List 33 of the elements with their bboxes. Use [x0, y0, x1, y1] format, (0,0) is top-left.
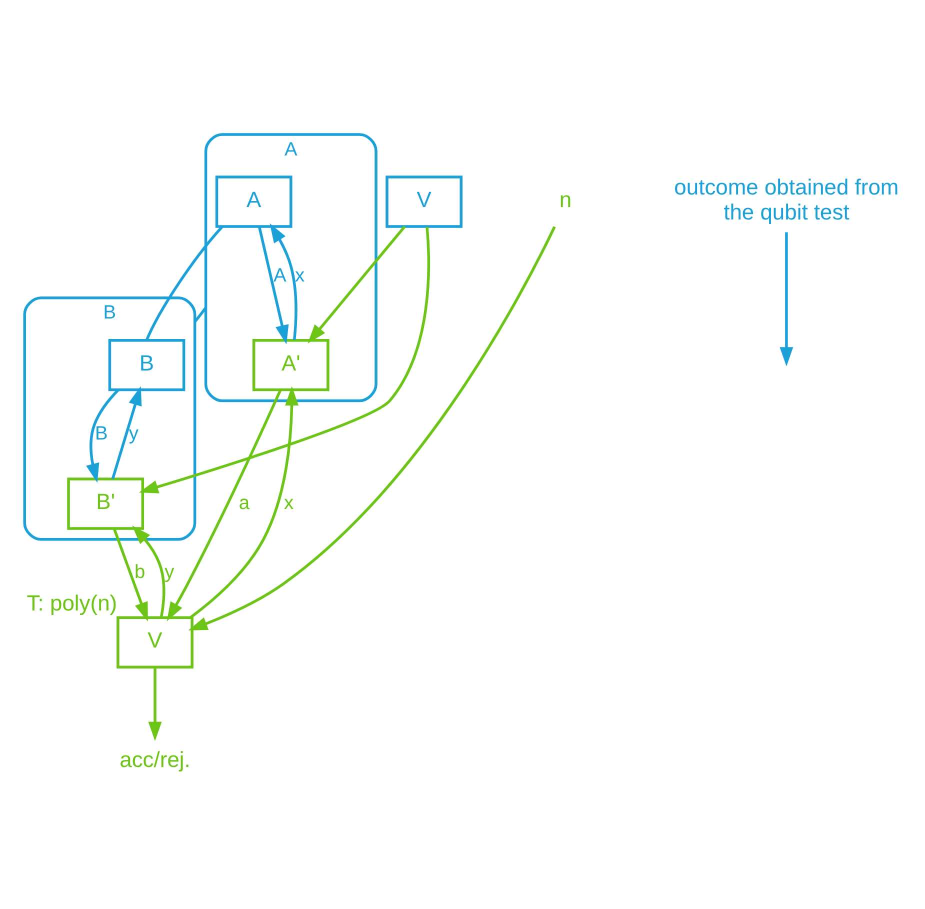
node-box: V [116, 616, 194, 668]
connector [145, 225, 224, 340]
arrow [138, 226, 430, 493]
arrow [166, 389, 282, 621]
node-text: acc/rej. [120, 746, 190, 772]
node-box: A [215, 175, 292, 228]
node-box: A' [252, 338, 330, 391]
node-box: B [108, 338, 186, 391]
arrow [111, 386, 142, 479]
edge-label: a [238, 492, 250, 514]
arrow [308, 225, 406, 344]
edge-label: y [164, 562, 174, 583]
node-box: B' [67, 477, 144, 530]
arrow [132, 524, 166, 618]
edge-label: x [284, 492, 294, 514]
arrow [188, 226, 556, 630]
node-text: outcome obtained from the qubit test [674, 174, 899, 224]
arrow [148, 666, 162, 740]
edge-label: A [274, 265, 286, 286]
node-text: n [559, 186, 572, 212]
node-label: T: poly(n) [26, 590, 118, 616]
arrow [258, 226, 289, 344]
arrow [190, 386, 299, 618]
connector [194, 306, 207, 322]
arrow [112, 528, 148, 621]
edge-label: b [134, 562, 146, 583]
edge-label: y [128, 422, 139, 444]
edge-label: B [95, 422, 108, 444]
arrow [270, 222, 298, 340]
edge-label: x [295, 265, 305, 286]
node-box: V [386, 175, 462, 228]
arrow [86, 388, 120, 482]
arrow [780, 232, 794, 366]
